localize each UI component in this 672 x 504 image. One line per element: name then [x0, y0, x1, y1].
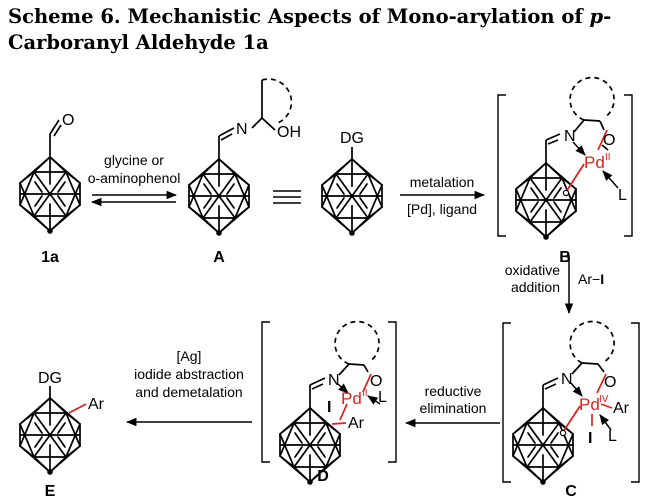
- imine-nitrogen-B: N: [564, 128, 576, 145]
- oxidation-state-C: IV: [599, 394, 609, 405]
- bracket-left-B: [497, 94, 506, 237]
- ligand-C: L: [608, 428, 617, 445]
- carborane-cage-D: [279, 407, 341, 486]
- oxadd-reagent-ar: Ar−: [578, 271, 600, 287]
- compound-D: N O Pd II L I Ar D: [261, 320, 397, 486]
- carborane-cage-A: [188, 158, 250, 237]
- metalation-label: metalation: [410, 174, 475, 190]
- bracket-left-C: [502, 322, 511, 483]
- scheme-title: Scheme 6. Mechanistic Aspects of Mono-ar…: [8, 4, 664, 56]
- carborane-cage-DG: [321, 158, 383, 237]
- label-E: E: [45, 483, 56, 500]
- final-reagent-ag: [Ag]: [177, 348, 202, 364]
- final-label-2: iodide abstraction: [134, 366, 244, 382]
- label-A: A: [213, 249, 225, 266]
- compound-DG-cage: DG: [321, 130, 383, 237]
- oxygen-B: O: [603, 132, 615, 149]
- bracket-right-D: [388, 321, 397, 463]
- title-italic-p: p: [589, 5, 604, 28]
- oxygen-D: O: [370, 373, 382, 390]
- compound-1a: O 1a: [19, 112, 81, 266]
- carborane-cage-1a: [19, 156, 81, 235]
- compound-B: N O Pd II L B: [497, 76, 633, 266]
- oxadd-label-1: oxidative: [505, 262, 560, 278]
- directing-group-E: DG: [38, 370, 62, 387]
- aryl-E: Ar: [88, 396, 105, 413]
- palladium-B: Pd: [584, 153, 605, 172]
- aldehyde-oxygen: O: [62, 112, 74, 129]
- reagent-aminophenol: o-aminophenol: [88, 170, 181, 186]
- oxadd-reagent: Ar−I: [578, 271, 604, 287]
- carborane-cage-E: [19, 397, 81, 476]
- oxidation-state-D: II: [362, 388, 368, 399]
- oxadd-label-2: addition: [511, 279, 560, 295]
- compound-C: N O Pd IV Ar I L C: [502, 320, 640, 500]
- title-line2: Carboranyl Aldehyde 1a: [8, 31, 269, 54]
- palladium-C: Pd: [579, 395, 600, 414]
- compound-A: N OH A: [188, 78, 301, 266]
- imine-nitrogen-D: N: [328, 372, 340, 389]
- reagent-glycine: glycine or: [104, 152, 164, 168]
- bracket-right-B: [624, 94, 633, 237]
- aryl-C: Ar: [613, 400, 630, 417]
- hydroxyl-A: OH: [277, 124, 301, 141]
- iodide-D: I: [327, 399, 331, 416]
- bracket-left-D: [261, 321, 270, 463]
- imine-nitrogen-A: N: [236, 121, 248, 138]
- oxygen-C: O: [604, 374, 616, 391]
- ligand-D: L: [378, 389, 387, 406]
- label-C: C: [565, 483, 577, 500]
- compound-E: DG Ar E: [19, 370, 105, 500]
- label-D: D: [317, 468, 329, 485]
- title-suffix: -: [603, 5, 612, 28]
- metalation-conditions: [Pd], ligand: [407, 201, 477, 217]
- imine-nitrogen-C: N: [561, 371, 573, 388]
- redelim-label-1: reductive: [425, 383, 482, 399]
- palladium-D: Pd: [341, 389, 362, 408]
- oxadd-reagent-iodine: I: [600, 271, 604, 287]
- title-prefix: Scheme 6. Mechanistic Aspects of Mono-ar…: [8, 5, 590, 28]
- label-B: B: [559, 249, 571, 266]
- aryl-D: Ar: [348, 415, 365, 432]
- bracket-right-C: [631, 322, 640, 483]
- equilibrium-arrows: [90, 190, 178, 207]
- carborane-cage-C: [512, 407, 574, 486]
- iodide-C: I: [588, 430, 592, 447]
- equivalence-sign: [273, 190, 301, 204]
- redelim-label-2: elimination: [420, 400, 487, 416]
- ligand-B: L: [618, 187, 627, 204]
- carborane-cage-B: [515, 162, 577, 241]
- label-1a: 1a: [41, 249, 59, 266]
- final-label-3: and demetalation: [135, 384, 242, 400]
- directing-group-label: DG: [340, 130, 364, 147]
- oxidation-state-B: II: [605, 152, 611, 163]
